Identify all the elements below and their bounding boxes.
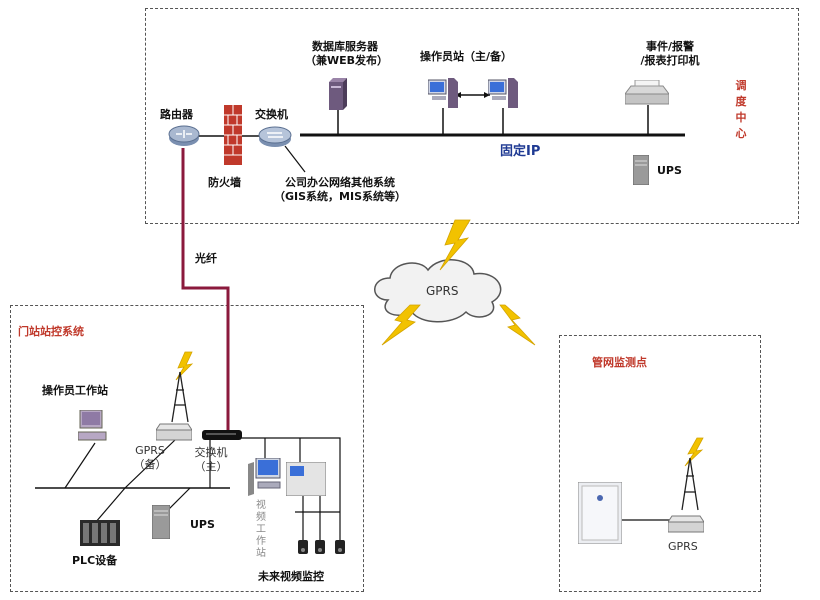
switch-main-label: 交换机 （主） — [194, 446, 228, 473]
video-ws-label: 视 频 工 作 站 — [256, 500, 266, 559]
operator-station-label: 操作员站（主/备） — [420, 50, 513, 63]
fixed-ip-label: 固定IP — [500, 144, 541, 159]
video-recorder-icon — [286, 462, 326, 496]
future-video-label: 未来视频监控 — [258, 570, 324, 583]
control-center-region — [145, 8, 799, 224]
plc-icon — [80, 520, 120, 546]
monitoring-cabinet-icon — [578, 482, 622, 544]
router-label: 路由器 — [160, 108, 193, 121]
db-server-label: 数据库服务器 （兼WEB发布） — [305, 40, 389, 67]
gate-ups-label: UPS — [190, 518, 215, 531]
camera-icon — [315, 540, 325, 554]
gprs-modem-icon — [668, 515, 704, 533]
fiber-label: 光纤 — [195, 252, 217, 265]
switch-label: 交换机 — [255, 108, 288, 121]
video-workstation-icon — [248, 458, 281, 496]
event-alarm-label: 事件/报警 /报表打印机 — [640, 40, 700, 67]
gprs-cloud-icon — [374, 259, 502, 323]
operator-station-icon — [488, 78, 518, 108]
database-server-icon — [329, 78, 347, 110]
camera-icon — [335, 540, 345, 554]
gate-station-title: 门站站控系统 — [18, 325, 84, 338]
office-drop — [284, 145, 306, 173]
control-center-label: 调 度 中 心 — [735, 79, 747, 140]
ups-label: UPS — [657, 164, 682, 177]
gprs-backup-label: GPRS （备） — [133, 444, 167, 471]
pipeline-point-title: 管网监测点 — [592, 356, 647, 369]
firewall-icon — [224, 105, 242, 165]
ups-icon — [633, 155, 649, 185]
gate-station-region — [10, 305, 364, 592]
office-net-label: 公司办公网络其他系统 （GIS系统，MIS系统等） — [273, 176, 406, 203]
operator-station-icon — [428, 78, 458, 108]
pipeline-point-region — [559, 335, 761, 592]
pipeline-gprs-label: GPRS — [668, 540, 698, 553]
switch-main-icon — [202, 430, 242, 440]
camera-icon — [298, 540, 308, 554]
firewall-label: 防火墙 — [208, 176, 241, 189]
lightning-icon — [175, 219, 704, 467]
antenna-tower-icon — [171, 371, 699, 511]
fiber-line — [181, 148, 230, 433]
router-icon — [168, 125, 200, 146]
workstation-icon — [78, 410, 107, 441]
gprs-cloud-label: GPRS — [426, 284, 459, 298]
gprs-modem-icon — [156, 423, 192, 441]
ups-icon — [152, 505, 170, 539]
switch-icon — [258, 126, 292, 147]
operator-ws-label: 操作员工作站 — [42, 384, 108, 397]
plc-label: PLC设备 — [72, 554, 118, 567]
printer-icon — [625, 80, 669, 105]
